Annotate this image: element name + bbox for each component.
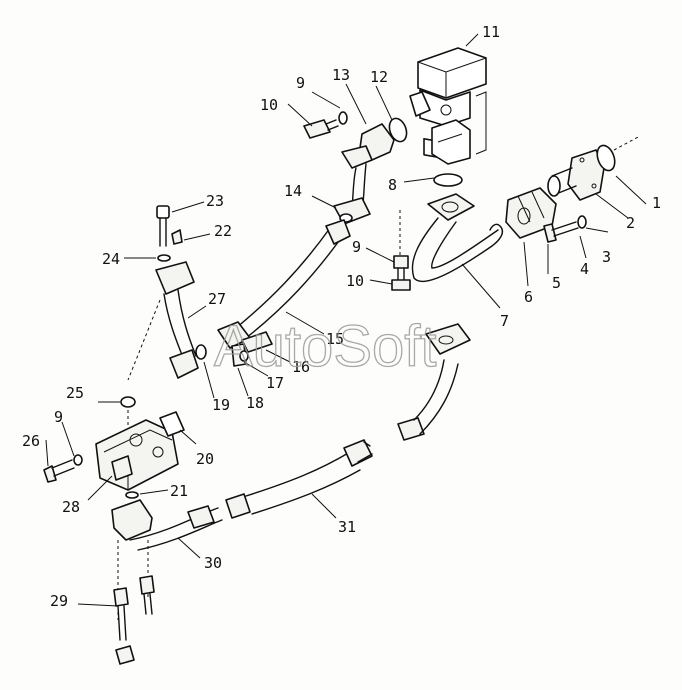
- callout-11: 11: [482, 23, 500, 41]
- callout-14: 14: [284, 182, 302, 200]
- part-21-ring: [125, 491, 139, 499]
- callout-2: 2: [626, 214, 635, 232]
- callout-labels: 11 13 12 9 10 8 14 1 2 3 4 5 6 7 9 10 15…: [22, 23, 661, 610]
- callout-28: 28: [62, 498, 80, 516]
- callout-23: 23: [206, 192, 224, 210]
- part-27-pipe: [155, 261, 199, 379]
- part-20-gasket: [159, 411, 185, 437]
- callout-9-center: 9: [352, 238, 361, 256]
- part-8-gasket: [433, 173, 463, 187]
- part-26-bolt: [43, 454, 83, 483]
- watermark: AutoSoft: [214, 314, 436, 379]
- callout-12: 12: [370, 68, 388, 86]
- part-29-bolts: [113, 575, 155, 665]
- callout-8: 8: [388, 176, 397, 194]
- callout-24: 24: [102, 250, 120, 268]
- callout-30: 30: [204, 554, 222, 572]
- callout-4: 4: [580, 260, 589, 278]
- callout-22: 22: [214, 222, 232, 240]
- part-5-bolt: [543, 215, 587, 243]
- callout-9-left: 9: [54, 408, 63, 426]
- part-25-ring: [120, 299, 161, 440]
- callout-27: 27: [208, 290, 226, 308]
- callout-17: 17: [266, 374, 284, 392]
- callout-10-top: 10: [260, 96, 278, 114]
- part-10-bolt-center: [391, 210, 411, 291]
- part-11-housing: [409, 47, 487, 165]
- callout-29: 29: [50, 592, 68, 610]
- callout-31: 31: [338, 518, 356, 536]
- callout-20: 20: [196, 450, 214, 468]
- callout-18: 18: [246, 394, 264, 412]
- part-31-hose: [225, 323, 471, 519]
- callout-16: 16: [292, 358, 310, 376]
- part-23-bolt: [156, 205, 183, 262]
- part-14-flange: [333, 197, 371, 225]
- callout-19: 19: [212, 396, 230, 414]
- part-16-bracket: [231, 331, 273, 367]
- callout-7: 7: [500, 312, 509, 330]
- leader-lines: [45, 33, 647, 607]
- callout-26: 26: [22, 432, 40, 450]
- callout-10-center: 10: [346, 272, 364, 290]
- callout-15: 15: [326, 330, 344, 348]
- part-1-oring: [596, 135, 641, 172]
- part-30-elbow: [111, 499, 223, 620]
- callout-6: 6: [524, 288, 533, 306]
- callout-13: 13: [332, 66, 350, 84]
- part-15-pipe: [217, 219, 351, 349]
- callout-25: 25: [66, 384, 84, 402]
- part-19-oring: [195, 344, 207, 360]
- callout-21: 21: [170, 482, 188, 500]
- callout-3: 3: [602, 248, 611, 266]
- callout-5: 5: [552, 274, 561, 292]
- part-2-adapter: [547, 149, 605, 201]
- part-28-pump: [95, 419, 179, 491]
- callout-1: 1: [652, 194, 661, 212]
- part-12-gasket: [388, 117, 408, 143]
- callout-9-top: 9: [296, 74, 305, 92]
- part-7-pipe: [411, 193, 504, 283]
